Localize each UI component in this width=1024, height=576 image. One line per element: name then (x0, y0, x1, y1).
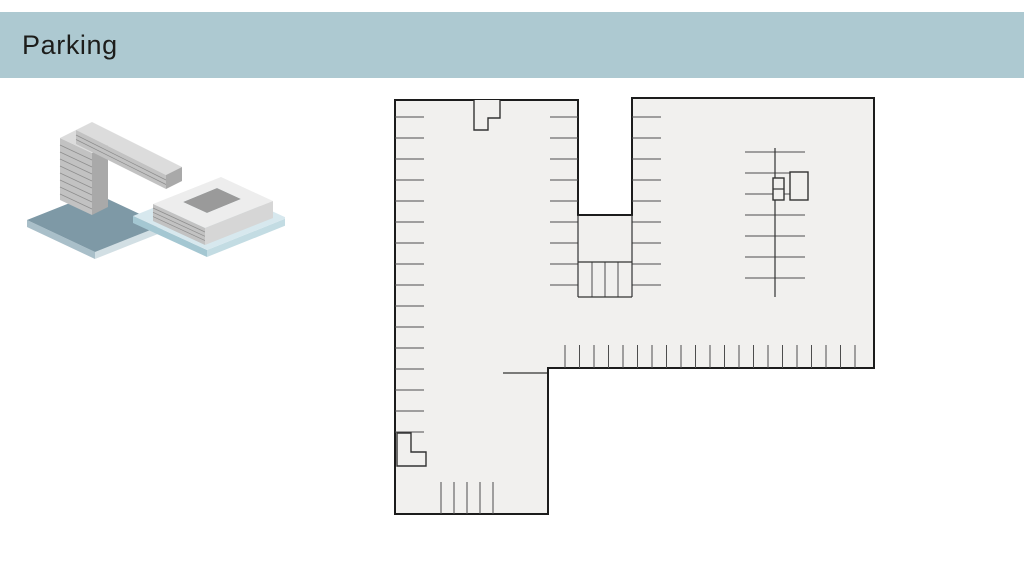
slab-right-front-face (133, 216, 207, 257)
ground-slab-left (27, 193, 163, 259)
isometric-building-illustration (25, 98, 285, 268)
courtyard-floor-lines (152, 207, 206, 241)
elevator-core-large (789, 171, 809, 201)
bar-front-face (76, 130, 166, 189)
tick-line (59, 193, 93, 210)
tick-line (59, 158, 93, 175)
courtyard-inner-floor (183, 188, 241, 213)
slab-right-right-face (207, 218, 285, 257)
stall-ticks-bottom-wall (564, 345, 856, 368)
stall-ticks-left-wall (395, 116, 424, 433)
tick-line (152, 216, 206, 241)
slab-left-front-face (27, 220, 95, 259)
stair-core-lower-left (396, 432, 427, 467)
tick-line (59, 151, 93, 168)
tick-line (59, 179, 93, 196)
illustration-canvas (27, 122, 285, 259)
stall-ticks-right-wing-left-wall (632, 116, 661, 286)
tick-line (59, 172, 93, 189)
page-title: Parking (22, 29, 118, 60)
tick-line (59, 165, 93, 182)
bar-top-face (76, 122, 182, 175)
parking-floor-plan (394, 97, 876, 516)
floor-plan-canvas (394, 97, 875, 515)
bar-end-face (166, 167, 182, 189)
slab-left-right-face (95, 225, 163, 259)
tick-line (152, 207, 206, 233)
tick-line (59, 144, 93, 161)
tick-line (75, 134, 167, 181)
header-bar: Parking (0, 12, 1024, 78)
courtyard-building (152, 177, 273, 245)
tower-front-face (60, 138, 92, 215)
elevator-cores (772, 171, 809, 201)
stall-ticks-lower-leg (440, 482, 494, 514)
courtyard-front-right-face (205, 201, 273, 245)
courtyard-ring-top (153, 177, 273, 228)
tower-side-face (92, 145, 108, 215)
stall-ticks-middle-block (591, 262, 619, 297)
stall-ticks-left-column-inner (550, 116, 578, 286)
bar-floor-lines (75, 134, 167, 185)
tick-line (75, 139, 167, 185)
slab-left-top-face (27, 193, 163, 252)
stair-core-top (473, 100, 501, 131)
tick-line (152, 211, 206, 237)
floor-plan-outline (394, 97, 875, 515)
tower-floor-lines (59, 144, 93, 210)
tick-line (59, 186, 93, 203)
bar-building (59, 122, 182, 215)
